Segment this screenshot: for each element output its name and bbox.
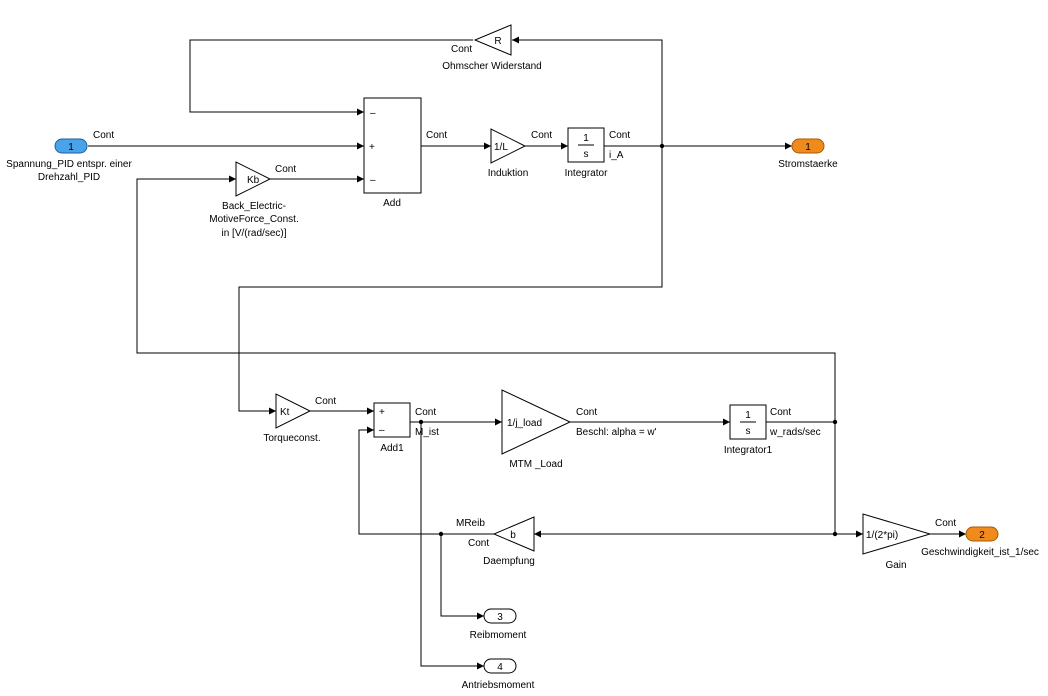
label-w-rads: w_rads/sec xyxy=(769,427,821,438)
outport-4-label: Antriebsmoment xyxy=(462,680,535,691)
label-cont-integrator1: Cont xyxy=(770,407,791,418)
outport-3[interactable]: 3 xyxy=(483,608,517,624)
junction-mist xyxy=(418,419,424,425)
gain-r-name: Ohmscher Widerstand xyxy=(442,61,541,72)
integrator-num: 1 xyxy=(583,133,589,144)
add1-sign-2: – xyxy=(379,425,385,436)
gain-kb-name-line1: Back_Electric- xyxy=(222,201,286,212)
outport-3-number: 3 xyxy=(497,612,503,623)
sum-block-add[interactable]: – + – xyxy=(363,97,422,194)
signal-labels: Cont Cont Cont Cont Cont Cont i_A Cont C… xyxy=(93,44,956,549)
integrator1-block[interactable]: 1 s xyxy=(729,404,767,440)
gain-kt-name: Torqueconst. xyxy=(263,433,320,444)
junction-ia xyxy=(659,143,665,149)
add-name: Add xyxy=(383,198,401,209)
gain-block-mtm-load[interactable]: 1/j_load xyxy=(501,389,572,455)
signal-lines xyxy=(88,36,966,670)
label-cont-r: Cont xyxy=(451,44,472,55)
add1-name: Add1 xyxy=(380,443,404,454)
inport-1-number: 1 xyxy=(68,142,74,153)
add-sign-3: – xyxy=(370,175,376,186)
label-cont-induktion: Cont xyxy=(531,130,552,141)
gain-induktion-name: Induktion xyxy=(488,168,529,179)
gain-block-kb[interactable]: Kb xyxy=(235,161,272,197)
gain-r-symbol: R xyxy=(494,36,501,47)
label-cont-in1: Cont xyxy=(93,130,114,141)
gain-block-kt[interactable]: Kt xyxy=(275,393,312,429)
integrator1-num: 1 xyxy=(745,410,751,421)
gain-daempfung-symbol: b xyxy=(510,530,516,541)
signal-mist-to-out4[interactable] xyxy=(420,422,484,670)
integrator-block[interactable]: 1 s xyxy=(567,127,605,163)
label-i-a: i_A xyxy=(609,150,624,161)
gain-block-gain[interactable]: 1/(2*pi) xyxy=(862,513,932,555)
junction-dots xyxy=(418,143,838,537)
gain-kt-symbol: Kt xyxy=(280,407,290,418)
signal-w-to-kb[interactable] xyxy=(136,175,836,422)
gain-induktion-symbol: 1/L xyxy=(494,142,508,153)
label-mreib: MReib xyxy=(456,518,485,529)
integrator1-den: s xyxy=(746,426,751,437)
outport-4[interactable]: 4 xyxy=(483,658,517,674)
gain-kb-name-line3: in [V/(rad/sec)] xyxy=(221,228,286,239)
gain-block-induktion[interactable]: 1/L xyxy=(490,128,527,164)
outport-1-label: Stromstaerke xyxy=(778,159,838,170)
gain-gain-symbol: 1/(2*pi) xyxy=(866,530,898,541)
label-cont-kt: Cont xyxy=(315,396,336,407)
signal-r-to-add[interactable] xyxy=(189,39,473,116)
label-beschl: Beschl: alpha = w' xyxy=(576,427,657,438)
gain-mtm-name: MTM _Load xyxy=(509,459,562,470)
outport-2[interactable]: 2 xyxy=(965,526,999,542)
gain-kb-name-line2: MotiveForce_Const. xyxy=(209,214,298,225)
signal-daempfung-to-add1[interactable] xyxy=(358,426,494,535)
integrator-name: Integrator xyxy=(565,168,608,179)
outport-1-number: 1 xyxy=(805,142,811,153)
junction-mreib xyxy=(438,531,444,537)
label-m-ist: M_ist xyxy=(415,427,439,438)
inport-1-label-line1: Spannung_PID entspr. einer xyxy=(6,159,132,170)
gain-gain-name: Gain xyxy=(885,560,906,571)
gain-kb-symbol: Kb xyxy=(247,175,260,186)
label-cont-add: Cont xyxy=(426,130,447,141)
integrator-den: s xyxy=(584,149,589,160)
outport-2-number: 2 xyxy=(979,530,985,541)
outport-3-label: Reibmoment xyxy=(470,630,527,641)
label-cont-kb: Cont xyxy=(275,164,296,175)
signal-w-to-gain[interactable] xyxy=(834,422,863,538)
gain-daempfung-name: Daempfung xyxy=(483,556,535,567)
add-sign-2: + xyxy=(369,142,375,153)
gain-block-r[interactable]: R xyxy=(473,24,512,56)
gain-mtm-symbol: 1/j_load xyxy=(507,418,542,429)
add1-sign-1: + xyxy=(379,407,385,418)
signal-ia-to-kt[interactable] xyxy=(238,146,663,415)
outport-2-label: Geschwindigkeit_ist_1/sec xyxy=(921,547,1039,558)
add-sign-1: – xyxy=(370,108,376,119)
sum-block-add1[interactable]: + – xyxy=(373,402,411,438)
junction-w-lower xyxy=(832,531,838,537)
signal-ia-to-r[interactable] xyxy=(512,36,663,146)
junction-w-upper xyxy=(832,419,838,425)
inport-1[interactable]: 1 xyxy=(54,138,88,154)
integrator1-name: Integrator1 xyxy=(724,445,773,456)
label-cont-add1: Cont xyxy=(415,407,436,418)
gain-block-daempfung[interactable]: b xyxy=(492,516,535,552)
signal-mreib-to-out3[interactable] xyxy=(440,534,484,620)
label-cont-gain: Cont xyxy=(935,518,956,529)
outport-1[interactable]: 1 xyxy=(791,138,825,154)
outport-4-number: 4 xyxy=(497,662,503,673)
label-cont-daempfung: Cont xyxy=(468,538,489,549)
inport-1-label-line2: Drehzahl_PID xyxy=(38,172,100,183)
label-cont-mtm: Cont xyxy=(576,407,597,418)
label-cont-integrator: Cont xyxy=(609,130,630,141)
